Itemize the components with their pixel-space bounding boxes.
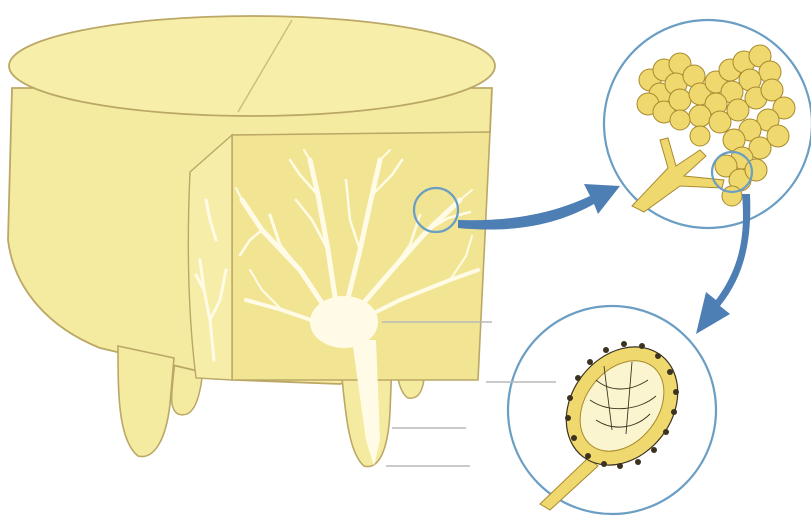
teat-front-left bbox=[118, 346, 174, 457]
cut-section-side bbox=[188, 135, 232, 380]
udder-top-surface bbox=[9, 16, 495, 116]
